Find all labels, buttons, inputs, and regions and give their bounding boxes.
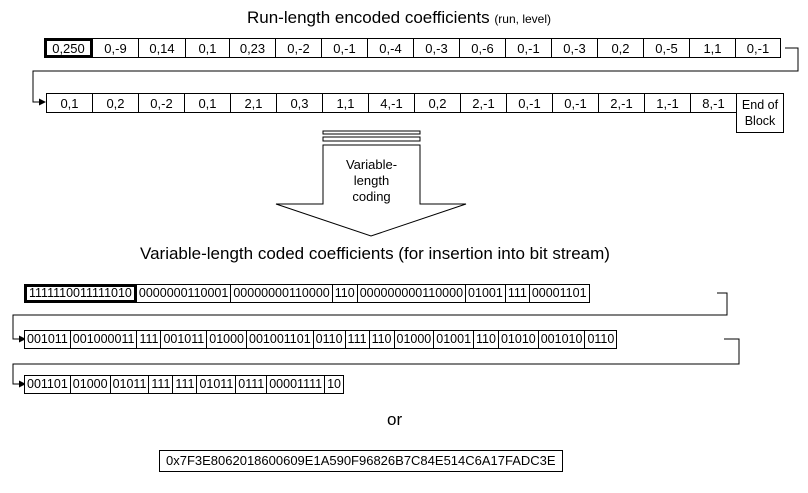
vlc-cell: 110 [473, 330, 499, 349]
rle-title-sub: (run, level) [494, 12, 551, 26]
arrow-label-line1: Variable- [345, 157, 398, 172]
vlc-cell: 0111 [235, 375, 268, 394]
rle-cell: 0,2 [414, 93, 461, 113]
vlc-cell: 0110 [312, 330, 346, 349]
rle-cell: 0,1 [46, 93, 93, 113]
vlc-connector-2-arrowhead [19, 380, 26, 388]
eob-line1: End of [741, 98, 779, 112]
rle-cell: 0,-3 [551, 38, 598, 58]
rle-cell: 0,2 [597, 38, 644, 58]
hex-value: 0x7F3E8062018600609E1A590F96826B7C84E514… [159, 450, 563, 472]
vlc-cell: 01011 [196, 375, 237, 394]
rle-cell: 1,1 [689, 38, 736, 58]
rle-cell: 0,-3 [413, 38, 460, 58]
arrow-label-line3: coding [352, 189, 391, 204]
vlc-connector-2 [12, 338, 740, 385]
vlc-cell: 001101 [24, 375, 71, 394]
rle-cell: 0,1 [185, 38, 230, 58]
or-label: or [387, 410, 403, 429]
rle-connector [32, 47, 799, 103]
vlc-cell: 001010 [537, 330, 586, 349]
rle-connector-arrowhead [39, 98, 46, 106]
vlc-connector-1 [12, 292, 728, 340]
vlc-cell: 0110 [584, 330, 618, 349]
vlc-cell: 111 [344, 330, 370, 349]
vlc-cell: 00000000110000 [230, 284, 333, 303]
rle-cell: 0,250 [44, 38, 93, 58]
rle-cell: 2,-1 [460, 93, 507, 113]
end-of-block-cell: End of Block [736, 93, 784, 133]
down-arrow-icon [275, 130, 467, 237]
vlc-cell: 01001 [433, 330, 475, 349]
rle-cell: 0,3 [276, 93, 323, 113]
rle-cell: 0,2 [92, 93, 139, 113]
vlc-cell: 1111110011111010 [24, 284, 137, 303]
rle-title: Run-length encoded coefficients (run, le… [247, 8, 551, 28]
rle-cell: 0,23 [229, 38, 276, 58]
vlc-cell: 01011 [109, 375, 150, 394]
vlc-cell: 10 [324, 375, 344, 394]
vlc-cell: 01000 [206, 330, 248, 349]
vlc-cell: 0000000110001 [135, 284, 232, 303]
rle-cell: 2,1 [230, 93, 277, 113]
vlc-cell: 01000 [69, 375, 111, 394]
vlc-cell: 001000011 [69, 330, 138, 349]
vlc-cell: 111 [172, 375, 198, 394]
vlc-cell: 00001101 [528, 284, 590, 303]
rle-cell: 2,-1 [598, 93, 645, 113]
vlc-cell: 01010 [497, 330, 539, 349]
vlc-cell: 01001 [465, 284, 506, 303]
vlc-cell: 110 [331, 284, 358, 303]
vlc-title: Variable-length coded coefficients (for … [140, 244, 610, 263]
rle-cell: 0,1 [184, 93, 231, 113]
vlc-cell: 110 [368, 330, 395, 349]
vlc-cell: 001011 [24, 330, 71, 349]
arrow-label: Variable- length coding [323, 157, 420, 205]
rle-cell: 0,-1 [735, 38, 781, 58]
vlc-cell: 01000 [393, 330, 435, 349]
vlc-cell: 000000000110000 [356, 284, 467, 303]
vlc-cell: 001001101 [246, 330, 314, 349]
arrow-label-line2: length [353, 173, 390, 188]
vlc-cell: 111 [504, 284, 530, 303]
vlc-connector-1-arrowhead [19, 335, 26, 343]
vlc-cell: 111 [136, 330, 162, 349]
vlc-cell: 111 [148, 375, 174, 394]
rle-cell: 8,-1 [690, 93, 737, 113]
rle-cell: 0,-4 [367, 38, 414, 58]
vlc-cell: 00001111 [266, 375, 326, 394]
rle-cell: 0,-2 [138, 93, 185, 113]
rle-title-main: Run-length encoded coefficients [247, 8, 490, 27]
vlc-cell: 001011 [160, 330, 208, 349]
eob-line2: Block [744, 114, 776, 128]
rle-cell: 4,-1 [368, 93, 415, 113]
